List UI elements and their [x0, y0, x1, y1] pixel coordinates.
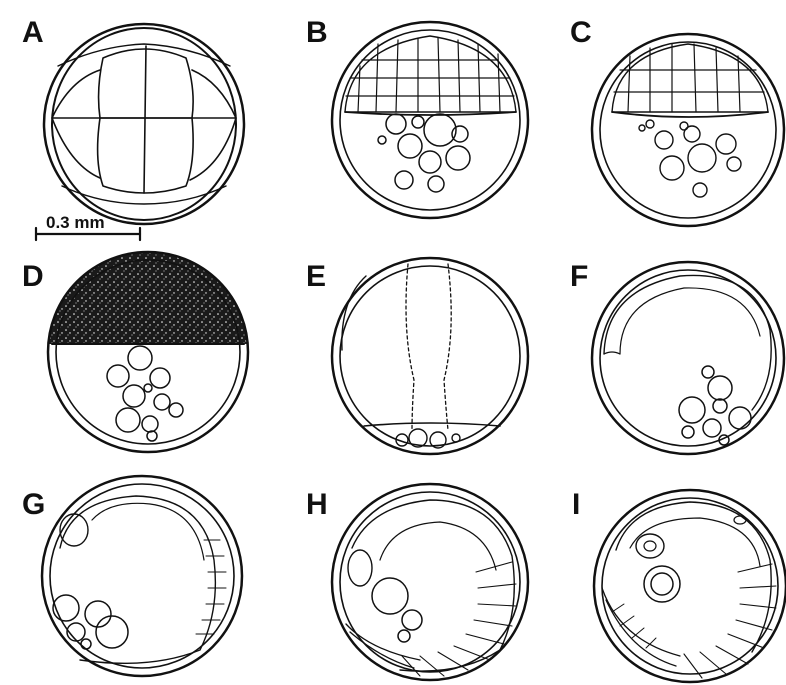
embryo-h	[332, 484, 528, 680]
scale-bar	[36, 228, 140, 240]
embryo-e	[332, 258, 528, 454]
embryo-f	[592, 262, 784, 454]
embryo-d	[40, 248, 260, 452]
embryo-c	[592, 34, 784, 226]
embryo-b	[332, 22, 528, 218]
embryo-a	[44, 24, 244, 224]
embryo-g	[42, 476, 242, 676]
embryo-i	[594, 490, 786, 682]
